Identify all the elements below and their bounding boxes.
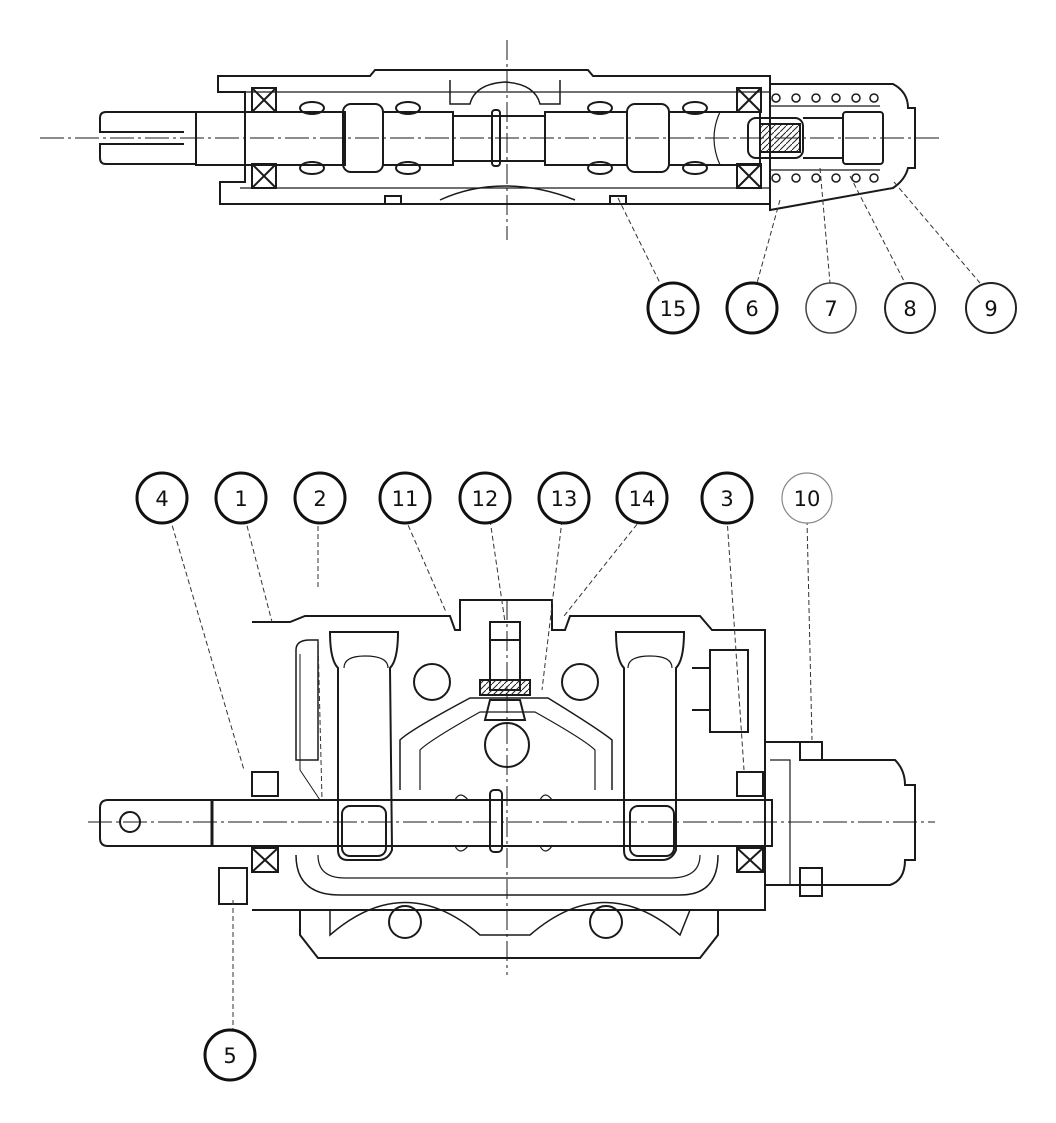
callout-label: 10: [794, 487, 821, 511]
top-valve-body: [217, 69, 771, 205]
top-spring-retainer: [842, 111, 884, 165]
front-spool-land-1: [341, 805, 387, 857]
callout-4: 4: [135, 471, 189, 525]
front-relief-plug: [489, 621, 521, 641]
callout-label: 6: [745, 297, 758, 321]
front-left-port: [328, 631, 400, 861]
front-port-hole-left: [413, 663, 451, 701]
front-spool: [211, 799, 773, 847]
front-leaders: [169, 517, 813, 1035]
top-spring-coils: [771, 93, 879, 183]
callout-9: 9: [965, 282, 1017, 334]
callout-3: 3: [700, 471, 754, 525]
front-center-port: [484, 722, 530, 768]
front-right-port: [614, 631, 686, 861]
callout-label: 11: [392, 487, 419, 511]
callout-11: 11: [378, 471, 432, 525]
front-spool-clevis: [99, 799, 212, 847]
callout-label: 3: [720, 487, 733, 511]
top-spool-land-2: [626, 103, 670, 173]
callout-label: 4: [155, 487, 168, 511]
top-cavity-top: [449, 80, 561, 105]
top-spool: [195, 111, 346, 166]
callout-15: 15: [646, 281, 700, 335]
front-spool-pin: [489, 789, 503, 853]
front-clevis-pin-hole: [119, 811, 141, 833]
callout-label: 15: [660, 297, 687, 321]
callout-label: 13: [551, 487, 578, 511]
front-left-passage: [295, 639, 319, 761]
front-gallery: [399, 697, 613, 790]
callout-label: 12: [472, 487, 499, 511]
front-left-passage-inner: [299, 654, 321, 801]
top-spool-pin: [491, 109, 501, 167]
front-lower-flange: [329, 901, 691, 937]
front-mount-hole-left: [388, 905, 422, 939]
top-spring-stem: [747, 117, 804, 159]
top-view: [40, 40, 940, 240]
front-housing-screw-top: [799, 741, 823, 761]
callout-label: 1: [234, 487, 247, 511]
top-cavity-bottom: [439, 185, 576, 201]
callout-label: 7: [824, 297, 837, 321]
callout-12: 12: [458, 471, 512, 525]
front-spool-land-2: [629, 805, 675, 857]
callout-label: 5: [223, 1044, 236, 1068]
callout-13: 13: [537, 471, 591, 525]
front-housing-screw-bottom: [799, 867, 823, 897]
front-right-seal-upper: [736, 771, 764, 797]
front-mount-hole-right: [589, 905, 623, 939]
callout-label: 8: [903, 297, 916, 321]
front-view: [88, 599, 935, 975]
callout-6: 6: [725, 281, 779, 335]
callout-8: 8: [884, 282, 936, 334]
callout-label: 9: [984, 297, 997, 321]
callout-10: 10: [781, 472, 833, 524]
front-valve-body: [252, 599, 766, 959]
callout-1: 1: [214, 471, 268, 525]
callout-label: 2: [313, 487, 326, 511]
front-left-seal-lower: [251, 847, 279, 873]
top-leaders: [617, 167, 981, 284]
front-return-gallery: [295, 854, 719, 896]
callout-5: 5: [203, 1028, 257, 1082]
callout-2: 2: [293, 471, 347, 525]
front-port-hole-right: [561, 663, 599, 701]
front-right-seal-lower: [736, 847, 764, 873]
callout-14: 14: [615, 471, 669, 525]
front-right-cartridge: [709, 649, 749, 733]
callout-7: 7: [805, 282, 857, 334]
front-relief-seat: [479, 679, 531, 696]
front-left-seal-upper: [251, 771, 279, 797]
top-spool-clevis: [99, 111, 196, 165]
front-left-bolt: [218, 867, 248, 905]
front-spring-housing: [764, 741, 916, 886]
callout-label: 14: [629, 487, 656, 511]
